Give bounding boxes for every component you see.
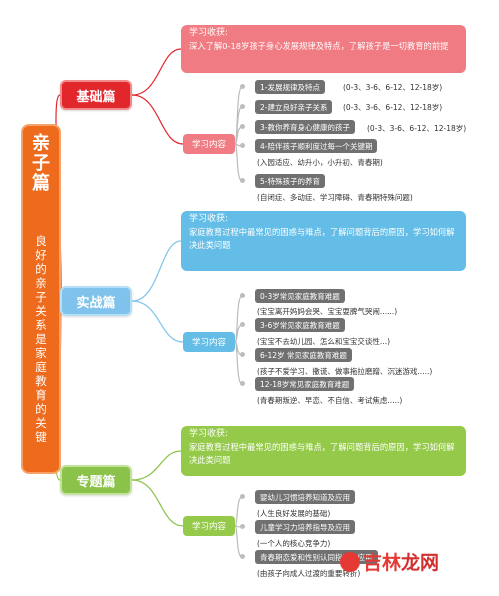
practice-item-2: 3-6岁常见家庭教育难题	[255, 318, 345, 332]
bullet-dot	[240, 293, 245, 298]
topic-gain-box: 学习收获: 家庭教育过程中最常见的困惑与难点，了解问题背后的原因，学习如何解决此…	[181, 426, 466, 476]
section-practice-node: 实战篇	[60, 286, 132, 316]
basic-item-2-desc: (0-3、3-6、6-12、12-18岁)	[343, 103, 443, 112]
practice-item-1: 0-3岁常见家庭教育难题	[255, 289, 345, 303]
bullet-dot	[240, 178, 245, 183]
bullet-dot	[240, 381, 245, 386]
practice-item-2-desc: (宝宝不去幼儿园、怎么和宝宝交谈性...)	[257, 337, 391, 346]
bullet-dot	[240, 524, 245, 529]
root-subtitle: 良好的亲子关系是家庭教育的关键	[35, 234, 47, 444]
topic-item-3-desc: (由孩子向成人过渡的重要转折)	[257, 569, 361, 578]
bullet-dot	[240, 322, 245, 327]
practice-item-3-desc: (孩子不爱学习、撒谎、做事拖拉磨蹭、沉迷游戏.....)	[257, 367, 433, 376]
gain-title: 学习收获:	[189, 28, 229, 38]
basic-item-4: 4-陪伴孩子顺利度过每一个关键期	[255, 139, 378, 153]
bullet-dot	[240, 494, 245, 499]
bullet-dot	[240, 84, 245, 89]
topic-learn-node: 学习内容	[183, 516, 235, 536]
gain-text: 家庭教育过程中最常见的困惑与难点，了解问题背后的原因，学习如何解决此类问题	[189, 227, 455, 250]
bullet-dot	[240, 104, 245, 109]
basic-item-5: 5-特殊孩子的养育	[255, 174, 325, 188]
watermark-logo-icon	[340, 552, 360, 572]
gain-text: 家庭教育过程中最常见的困惑与难点，了解问题背后的原因，学习如何解决此类问题	[189, 442, 455, 465]
basic-item-2: 2-建立良好亲子关系	[255, 100, 333, 114]
practice-item-1-desc: (宝宝离开妈妈会哭、宝宝耍脾气哭闹......)	[257, 307, 398, 316]
practice-item-4-desc: (青春期叛逆、早恋、不自信、考试焦虑.....)	[257, 396, 403, 405]
basic-gain-box: 学习收获: 深入了解0-18岁孩子身心发展规律及特点，了解孩子是一切教育的前提	[181, 25, 466, 73]
topic-item-1-desc: (人生良好发展的基础)	[257, 509, 331, 518]
section-topic-node: 专题篇	[60, 465, 132, 495]
gain-text: 深入了解0-18岁孩子身心发展规律及特点，了解孩子是一切教育的前提	[189, 41, 449, 51]
gain-title: 学习收获:	[189, 429, 229, 439]
watermark: 吉林龙网	[363, 548, 439, 575]
basic-item-3-desc: (0-3、3-6、6-12、12-18岁)	[367, 124, 467, 133]
practice-learn-node: 学习内容	[183, 332, 235, 352]
topic-item-2: 儿童学习力培养指导及应用	[255, 520, 355, 534]
bullet-dot	[240, 352, 245, 357]
root-title: 亲子篇	[32, 133, 50, 194]
bullet-dot	[240, 554, 245, 559]
watermark-part2: 龙网	[401, 552, 440, 574]
practice-item-3: 6-12岁 常见家庭教育难题	[255, 348, 352, 362]
basic-item-1: 1-发展规律及特点	[255, 80, 325, 94]
bullet-dot	[240, 124, 245, 129]
basic-item-3: 3-教你养育身心健康的孩子	[255, 120, 355, 134]
topic-item-1: 婴幼儿习惯培养知道及应用	[255, 490, 355, 504]
basic-item-5-desc: (自闭症、多动症、学习障碍、青春期特殊问题)	[257, 193, 413, 202]
topic-item-2-desc: (一个人的核心竞争力)	[257, 539, 331, 548]
basic-item-1-desc: (0-3、3-6、6-12、12-18岁)	[343, 83, 443, 92]
gain-title: 学习收获:	[189, 214, 229, 224]
watermark-part1: 吉林	[363, 552, 402, 574]
basic-learn-node: 学习内容	[183, 134, 235, 154]
basic-item-4-desc: (入园适应、幼升小，小升初、青春期)	[257, 158, 383, 167]
section-basic-node: 基础篇	[60, 80, 132, 110]
practice-gain-box: 学习收获: 家庭教育过程中最常见的困惑与难点，了解问题背后的原因，学习如何解决此…	[181, 211, 466, 271]
bullet-dot	[240, 143, 245, 148]
practice-item-4: 12-18岁常见家庭教育难题	[255, 377, 355, 391]
root-node: 亲子篇 良好的亲子关系是家庭教育的关键	[21, 124, 61, 474]
